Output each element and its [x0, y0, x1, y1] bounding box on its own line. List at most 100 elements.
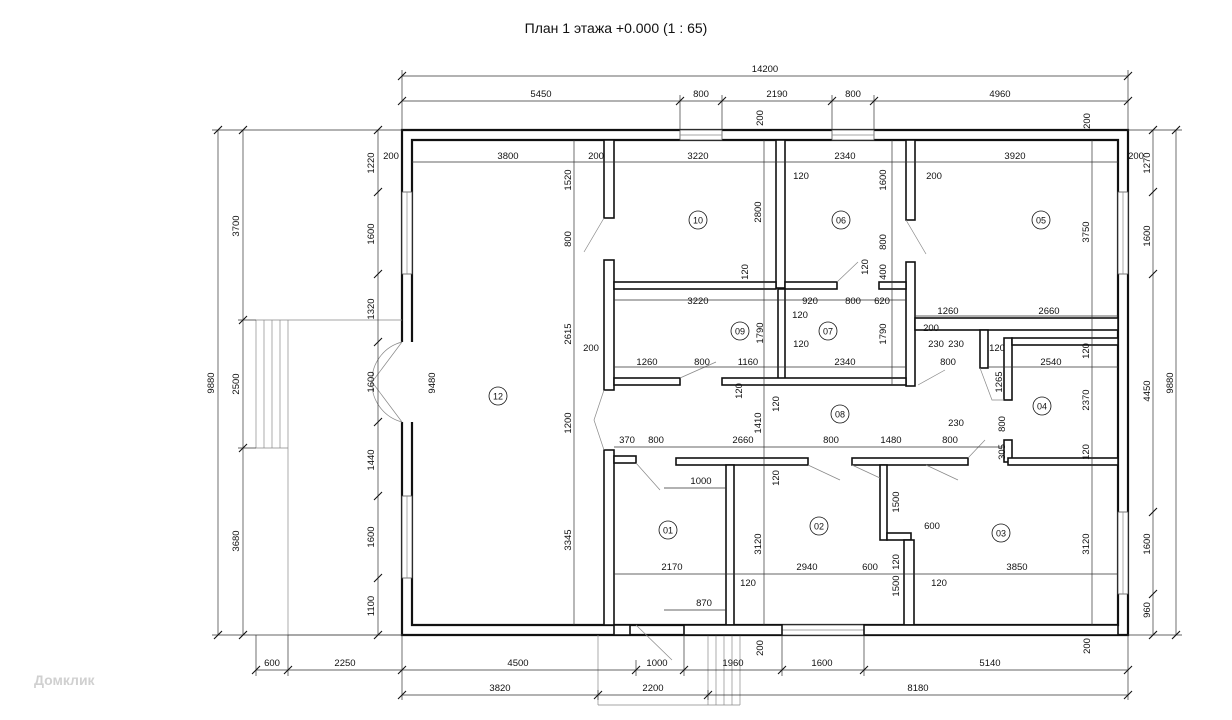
- svg-text:200: 200: [923, 323, 939, 334]
- svg-text:1265: 1265: [994, 371, 1005, 392]
- dim-right-inner-2: 1600: [1142, 225, 1153, 246]
- dimension-lines: [212, 70, 1182, 700]
- room-08-label: 08: [830, 404, 850, 424]
- room-10-label: 10: [688, 210, 708, 230]
- svg-text:200: 200: [1082, 638, 1093, 654]
- svg-text:230: 230: [928, 339, 944, 350]
- dim-bottom-2: 2250: [334, 658, 355, 669]
- svg-text:3120: 3120: [753, 533, 764, 554]
- svg-text:1790: 1790: [878, 323, 889, 344]
- svg-text:1260: 1260: [636, 357, 657, 368]
- svg-text:120: 120: [1081, 444, 1092, 460]
- dim-right-outer: 9880: [1165, 372, 1176, 393]
- svg-text:07: 07: [823, 327, 833, 337]
- room-01-label: 01: [658, 520, 678, 540]
- room-09-label: 09: [730, 321, 750, 341]
- svg-text:200: 200: [583, 343, 599, 354]
- dim-left-inner-2: 1600: [366, 223, 377, 244]
- windows: [401, 129, 1129, 636]
- dim-top-4: 800: [845, 89, 861, 100]
- dim-left-inner-1: 1220: [366, 152, 377, 173]
- svg-text:600: 600: [924, 521, 940, 532]
- svg-text:1520: 1520: [563, 169, 574, 190]
- svg-text:1480: 1480: [880, 435, 901, 446]
- svg-text:800: 800: [648, 435, 664, 446]
- dim-left-outer: 9880: [206, 372, 217, 393]
- dim-left-inner-7: 1100: [366, 596, 377, 616]
- svg-text:2800: 2800: [753, 201, 764, 222]
- dim-left-inner-5: 1440: [366, 449, 377, 470]
- svg-text:400: 400: [878, 264, 889, 280]
- svg-text:1200: 1200: [563, 412, 574, 433]
- room-04-label: 04: [1032, 396, 1052, 416]
- svg-text:620: 620: [874, 296, 890, 307]
- room-05-label: 05: [1031, 210, 1051, 230]
- front-porch: [597, 624, 741, 706]
- svg-text:800: 800: [823, 435, 839, 446]
- room-07-label: 07: [818, 321, 838, 341]
- svg-text:3220: 3220: [687, 151, 708, 162]
- svg-text:3850: 3850: [1006, 562, 1027, 573]
- svg-text:1790: 1790: [755, 322, 766, 343]
- svg-text:200: 200: [1082, 113, 1093, 129]
- dim-left-inner-6: 1600: [366, 526, 377, 547]
- svg-text:09: 09: [735, 327, 745, 337]
- svg-text:200: 200: [926, 171, 942, 182]
- svg-text:200: 200: [1128, 151, 1144, 162]
- svg-text:120: 120: [989, 343, 1005, 354]
- room-12-label: 12: [488, 386, 508, 406]
- door-swings: [583, 217, 1004, 491]
- dim-bottom-3: 4500: [507, 658, 528, 669]
- dim-overall-top: 14200: [752, 64, 778, 75]
- svg-text:120: 120: [793, 339, 809, 350]
- svg-text:3800: 3800: [497, 151, 518, 162]
- svg-text:800: 800: [997, 416, 1008, 432]
- svg-text:120: 120: [734, 383, 745, 399]
- dim-bottom2-2: 2200: [642, 683, 663, 694]
- dim-top-1: 5450: [530, 89, 551, 100]
- svg-text:230: 230: [948, 339, 964, 350]
- svg-text:920: 920: [802, 296, 818, 307]
- dim-bottom-4: 1000: [646, 658, 667, 669]
- svg-text:800: 800: [694, 357, 710, 368]
- svg-text:2340: 2340: [834, 357, 855, 368]
- svg-text:03: 03: [996, 529, 1006, 539]
- room-02-label: 02: [809, 516, 829, 536]
- svg-text:1600: 1600: [878, 169, 889, 190]
- svg-text:06: 06: [836, 216, 846, 226]
- svg-text:3345: 3345: [563, 529, 574, 550]
- svg-text:2660: 2660: [732, 435, 753, 446]
- svg-text:1410: 1410: [753, 412, 764, 433]
- svg-text:200: 200: [755, 640, 766, 656]
- svg-text:2370: 2370: [1081, 389, 1092, 410]
- svg-text:3920: 3920: [1004, 151, 1025, 162]
- svg-text:120: 120: [1081, 343, 1092, 359]
- dim-bottom-7: 5140: [979, 658, 1000, 669]
- svg-text:800: 800: [940, 357, 956, 368]
- svg-text:9480: 9480: [427, 372, 438, 393]
- interior-walls: [603, 139, 1119, 636]
- dim-bottom-1: 600: [264, 658, 280, 669]
- svg-text:2940: 2940: [796, 562, 817, 573]
- dim-right-inner-4: 1600: [1142, 533, 1153, 554]
- svg-text:200: 200: [588, 151, 604, 162]
- svg-text:120: 120: [740, 578, 756, 589]
- dim-top-3: 2190: [766, 89, 787, 100]
- plan-title: План 1 этажа +0.000 (1 : 65): [524, 20, 708, 36]
- dim-left-mid-2: 2500: [231, 373, 242, 394]
- svg-text:01: 01: [663, 526, 673, 536]
- terrace: [255, 319, 402, 636]
- room-labels: 12 10 06 05 09 07 08 04 01 02 03: [488, 210, 1052, 543]
- dim-left-inner-3: 1320: [366, 298, 377, 319]
- dimension-texts: 14200 5450 800 2190 800 4960 600 2250 45…: [206, 64, 1176, 694]
- dim-right-inner-3: 4450: [1142, 380, 1153, 401]
- entrance-door: [371, 341, 414, 423]
- svg-text:2340: 2340: [834, 151, 855, 162]
- room-03-label: 03: [991, 523, 1011, 543]
- svg-text:230: 230: [948, 418, 964, 429]
- svg-text:1160: 1160: [738, 357, 758, 368]
- svg-text:800: 800: [942, 435, 958, 446]
- dim-top-2: 800: [693, 89, 709, 100]
- svg-text:02: 02: [814, 522, 824, 532]
